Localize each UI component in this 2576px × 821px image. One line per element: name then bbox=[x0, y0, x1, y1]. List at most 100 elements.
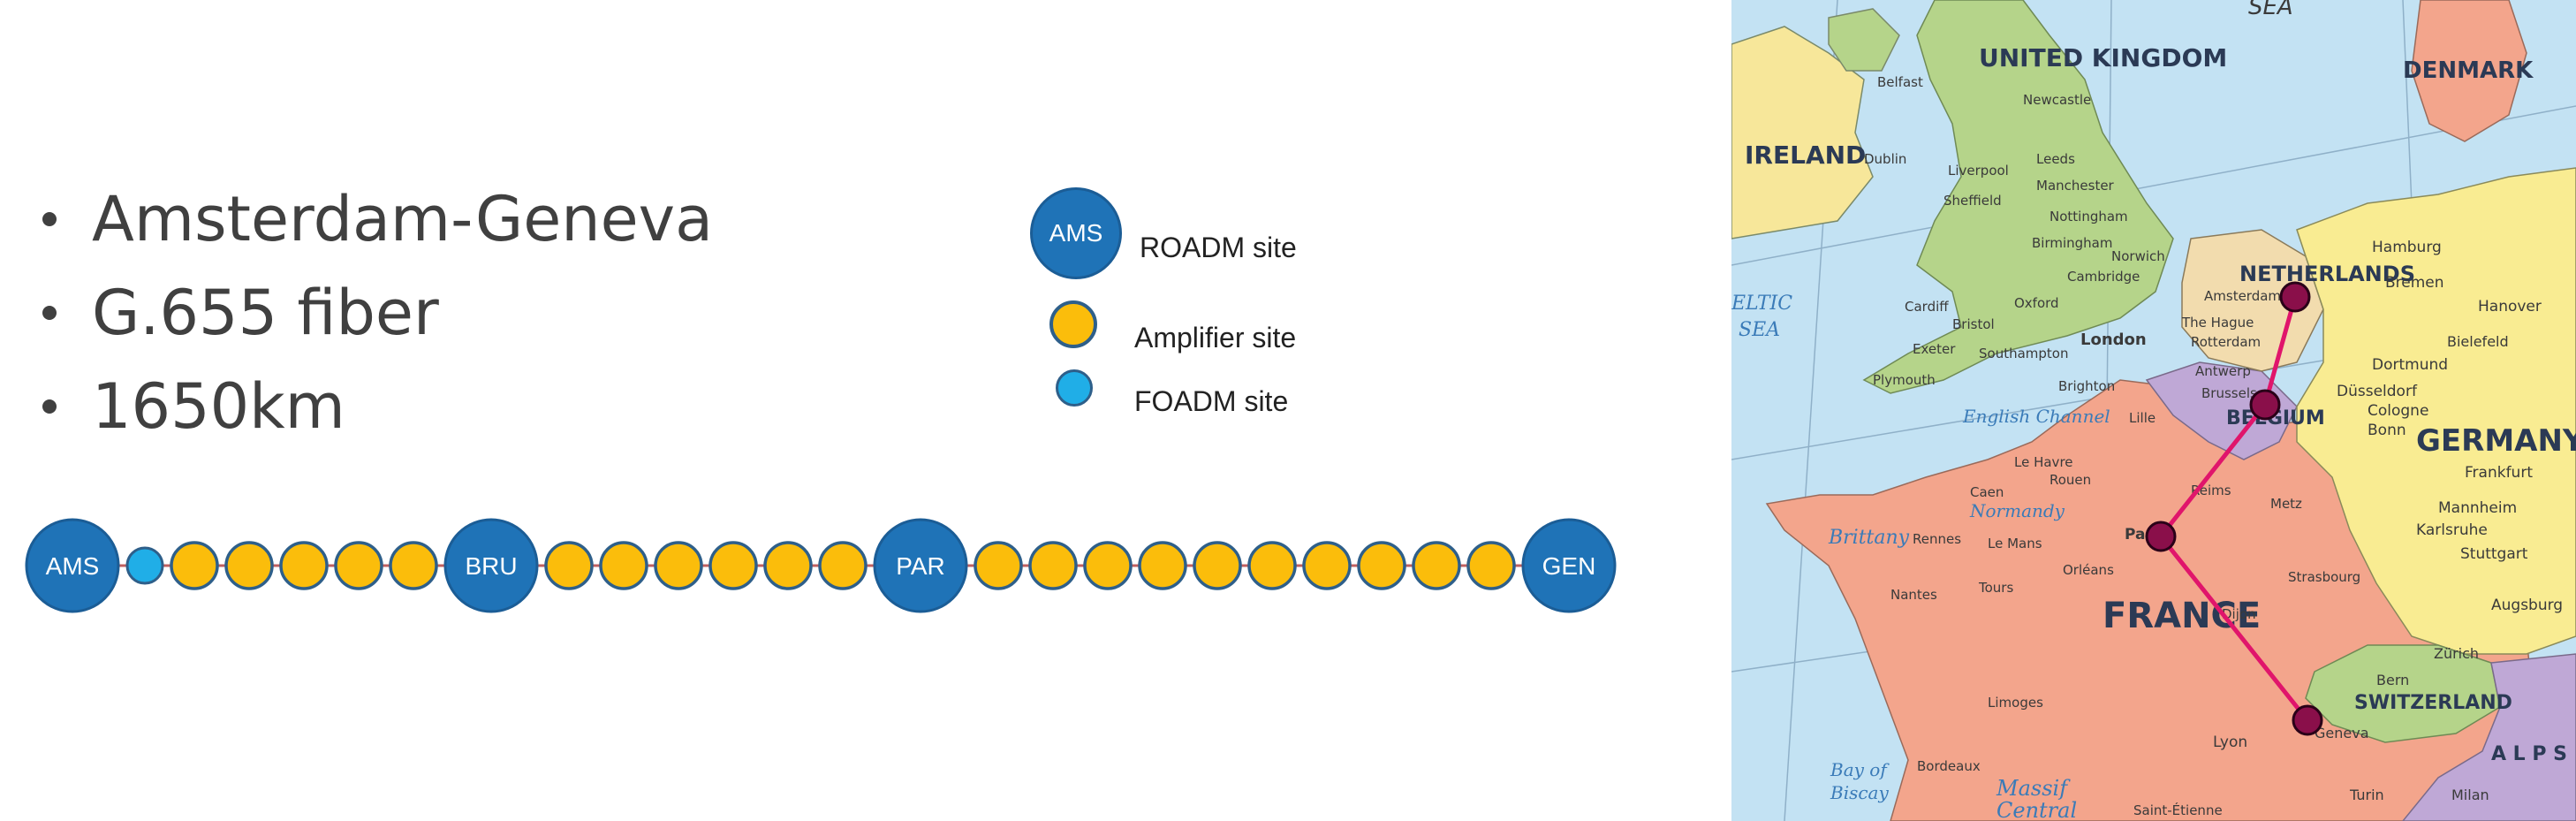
roadm-site-par bbox=[873, 518, 968, 613]
city-nantes: Nantes bbox=[1890, 587, 1937, 603]
alps-label: A L P S bbox=[2491, 743, 2567, 765]
city-sheffield: Sheffield bbox=[1943, 193, 2002, 209]
germany-land bbox=[2296, 167, 2576, 655]
amplifier-site bbox=[1028, 541, 1078, 590]
bullet-text: Amsterdam-Geneva bbox=[92, 183, 714, 255]
netherlands-land bbox=[2181, 229, 2324, 372]
city-karlsruhe: Karlsruhe bbox=[2416, 521, 2488, 539]
city-dusseldorf: Düsseldorf bbox=[2337, 383, 2418, 400]
celtic-sea-label-1: ELTIC bbox=[1731, 293, 1792, 315]
amplifier-site bbox=[1412, 541, 1461, 590]
city-southampton: Southampton bbox=[1979, 346, 2068, 361]
route-node-paris bbox=[2145, 521, 2177, 552]
city-birmingham: Birmingham bbox=[2032, 235, 2112, 251]
amplifier-site bbox=[763, 541, 813, 590]
city-london: London bbox=[2080, 331, 2147, 349]
normandy-label: Normandy bbox=[1969, 500, 2065, 521]
city-rouen: Rouen bbox=[2049, 472, 2091, 488]
netherlands-label: NETHERLANDS bbox=[2239, 262, 2415, 286]
city-brighton: Brighton bbox=[2058, 378, 2115, 394]
amplifier-site bbox=[1138, 541, 1187, 590]
germany-label: GERMANY bbox=[2416, 423, 2576, 459]
city-brussels: Brussels bbox=[2201, 385, 2257, 401]
legend-roadm-label: ROADM site bbox=[1140, 232, 1297, 263]
city-lyon: Lyon bbox=[2213, 734, 2247, 751]
city-exeter: Exeter bbox=[1913, 341, 1956, 357]
amplifier-site bbox=[544, 541, 594, 590]
amplifier-site bbox=[708, 541, 758, 590]
city-hamburg: Hamburg bbox=[2372, 239, 2442, 256]
city-cambridge: Cambridge bbox=[2067, 269, 2140, 285]
europe-map: SEA UNITED KINGDOM IRELAND DENMARK NETHE… bbox=[1731, 0, 2576, 821]
city-bremen: Bremen bbox=[2385, 274, 2444, 292]
city-turin: Turin bbox=[2349, 787, 2384, 803]
city-bern: Bern bbox=[2376, 672, 2409, 688]
city-limoges: Limoges bbox=[1988, 695, 2043, 711]
city-milan: Milan bbox=[2451, 787, 2489, 803]
city-augsburg: Augsburg bbox=[2491, 597, 2563, 614]
ireland-label: IRELAND bbox=[1745, 141, 1866, 170]
amplifier-site bbox=[224, 541, 274, 590]
amplifier-site bbox=[599, 541, 648, 590]
legend-amplifier-label: Amplifier site bbox=[1134, 322, 1297, 353]
roadm-site-label: BRU bbox=[465, 552, 517, 580]
foadm-site bbox=[125, 546, 164, 585]
sea-top-label: SEA bbox=[2248, 0, 2293, 20]
city-caen: Caen bbox=[1970, 484, 2004, 500]
amplifier-site bbox=[818, 541, 868, 590]
city-cologne: Cologne bbox=[2368, 402, 2428, 420]
ireland-land bbox=[1731, 26, 1874, 239]
city-orleans: Orléans bbox=[2063, 562, 2114, 578]
bullet-distance: 1650km bbox=[35, 360, 713, 453]
city-saintetienne: Saint-Étienne bbox=[2133, 802, 2223, 818]
city-strasbourg: Strasbourg bbox=[2288, 569, 2360, 585]
massif-label-2: Central bbox=[1996, 798, 2077, 821]
legend-roadm-symbol: AMS bbox=[1030, 187, 1122, 279]
amplifier-site bbox=[279, 541, 329, 590]
city-hanover: Hanover bbox=[2478, 298, 2542, 315]
city-lille: Lille bbox=[2129, 410, 2156, 426]
amplifier-site bbox=[170, 541, 219, 590]
denmark-land bbox=[2411, 0, 2527, 142]
city-rotterdam: Rotterdam bbox=[2191, 334, 2261, 350]
city-dijon: Dijon bbox=[2222, 606, 2256, 622]
legend-roadm-code: AMS bbox=[1049, 219, 1103, 247]
legend-foadm-label: FOADM site bbox=[1134, 385, 1289, 417]
amplifier-site bbox=[1302, 541, 1352, 590]
uk-label: UNITED KINGDOM bbox=[1979, 43, 2227, 72]
bullet-dot bbox=[42, 212, 57, 226]
roadm-site-label: GEN bbox=[1542, 552, 1596, 580]
amplifier-site bbox=[1466, 541, 1516, 590]
city-newcastle: Newcastle bbox=[2023, 92, 2091, 108]
city-stuttgart: Stuttgart bbox=[2460, 545, 2528, 563]
amplifier-site bbox=[1083, 541, 1133, 590]
city-frankfurt: Frankfurt bbox=[2465, 464, 2533, 482]
city-mannheim: Mannheim bbox=[2438, 499, 2517, 517]
bullet-text: G.655 fiber bbox=[92, 277, 439, 349]
city-metz: Metz bbox=[2270, 496, 2302, 512]
massif-label-1: Massif bbox=[1996, 776, 2071, 801]
northern-ireland-land bbox=[1828, 8, 1900, 72]
city-bordeaux: Bordeaux bbox=[1917, 758, 1981, 774]
city-oxford: Oxford bbox=[2014, 295, 2059, 311]
denmark-label: DENMARK bbox=[2403, 57, 2534, 84]
city-leman: Le Mans bbox=[1988, 536, 2042, 551]
amplifier-site bbox=[1357, 541, 1406, 590]
city-nottingham: Nottingham bbox=[2049, 209, 2128, 224]
bullet-dot bbox=[42, 306, 57, 320]
city-antwerp: Antwerp bbox=[2195, 363, 2251, 379]
legend-foadm-symbol bbox=[1056, 369, 1093, 407]
city-cardiff: Cardiff bbox=[1905, 299, 1949, 315]
city-bristol: Bristol bbox=[1952, 316, 1995, 332]
city-dortmund: Dortmund bbox=[2372, 356, 2448, 374]
amplifier-site bbox=[654, 541, 703, 590]
brittany-label: Brittany bbox=[1828, 527, 1910, 549]
amplifier-site bbox=[389, 541, 438, 590]
roadm-site-gen bbox=[1521, 518, 1617, 613]
city-bonn: Bonn bbox=[2368, 422, 2406, 439]
roadm-site-label: AMS bbox=[46, 552, 100, 580]
city-rennes: Rennes bbox=[1913, 531, 1961, 547]
bullet-dot bbox=[42, 399, 57, 414]
route-node-amsterdam bbox=[2279, 281, 2311, 313]
